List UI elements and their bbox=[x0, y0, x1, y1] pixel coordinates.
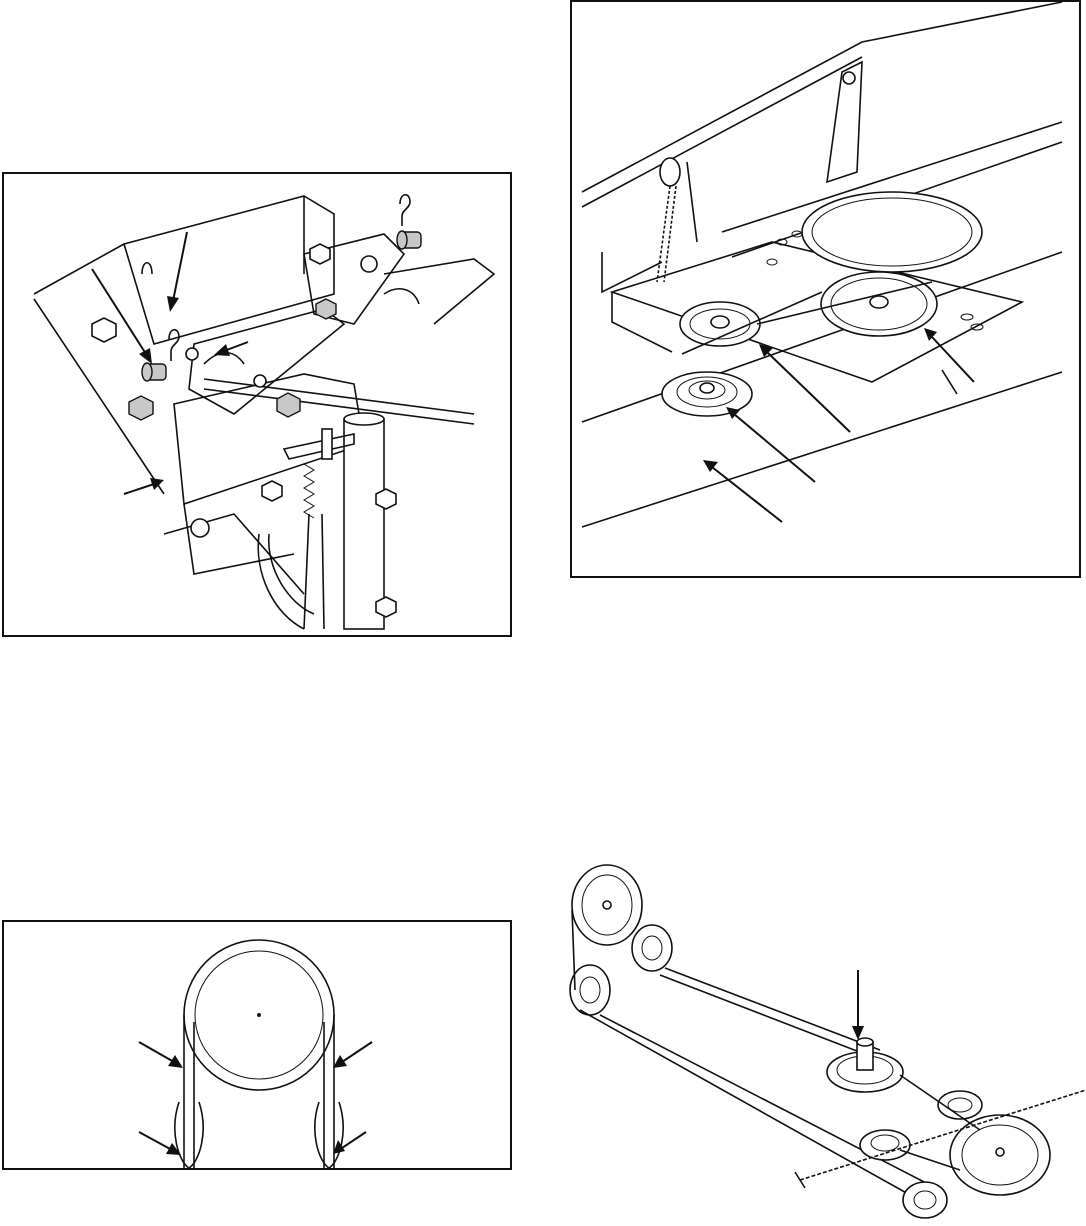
belt-pulley-diagram bbox=[4, 922, 510, 1168]
hitch-pins-diagram bbox=[4, 174, 510, 635]
belt-routing-diagram bbox=[560, 850, 1086, 1226]
figure-belt-pulley bbox=[2, 920, 512, 1170]
figure-hitch-pins bbox=[2, 172, 512, 637]
figure-belt-routing bbox=[560, 850, 1086, 1226]
figure-deck-pulleys bbox=[570, 0, 1081, 578]
deck-pulleys-diagram bbox=[572, 2, 1079, 576]
